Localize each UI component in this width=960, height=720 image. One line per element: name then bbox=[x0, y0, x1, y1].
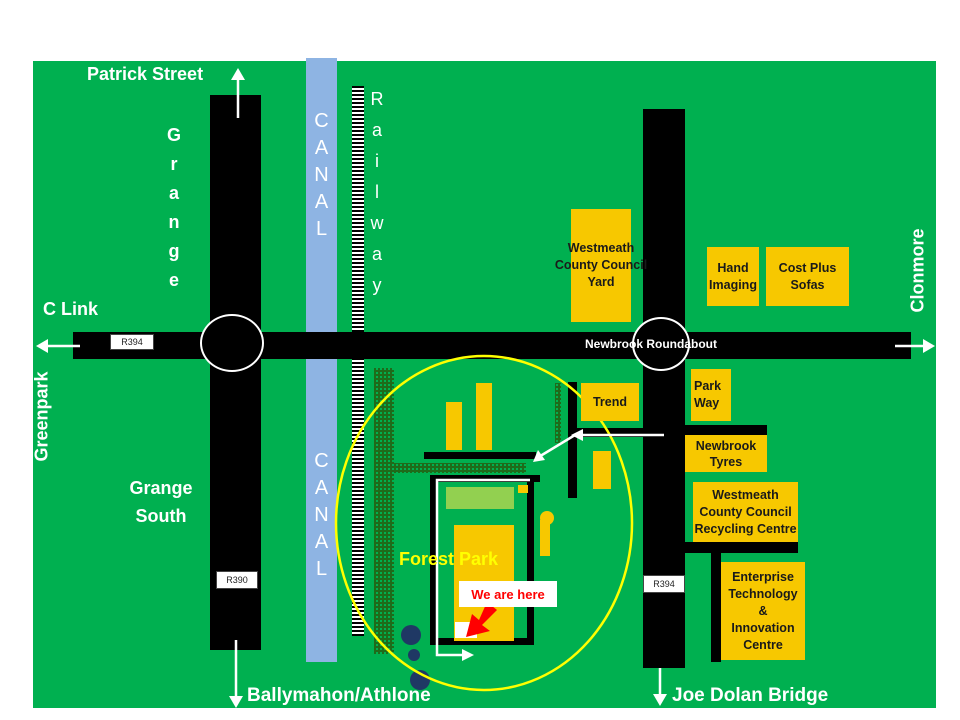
building-recycling: Westmeath County Council Recycling Centr… bbox=[693, 482, 798, 542]
canal-label-bottom: C A N A L bbox=[314, 450, 329, 580]
route-arrowhead-2 bbox=[533, 450, 545, 462]
building-hand-imaging: Hand Imaging bbox=[707, 247, 759, 306]
access-road-horizontal bbox=[568, 428, 658, 437]
route-arrowheads bbox=[462, 429, 583, 661]
r394-sign-left: R394 bbox=[110, 334, 154, 350]
canal bbox=[306, 58, 337, 662]
estate-pitch bbox=[446, 487, 514, 509]
arrow-down-joedolan-icon bbox=[653, 694, 667, 706]
road-grange-vertical bbox=[210, 95, 261, 650]
canal-label-top: C A N A L bbox=[314, 110, 329, 240]
road-direction-arrows bbox=[36, 68, 935, 708]
estate-road-bottom bbox=[436, 638, 534, 645]
tree-strip-left bbox=[374, 368, 394, 654]
road-clonmore-vertical bbox=[643, 109, 685, 668]
building-newbrook-tyres: Newbrook Tyres bbox=[685, 435, 767, 472]
estate-building-1 bbox=[446, 402, 462, 450]
tree-strip-top bbox=[394, 463, 526, 473]
tree-strip-right bbox=[555, 383, 561, 443]
label-c-link: C Link bbox=[43, 299, 99, 319]
route-arrowhead-1 bbox=[571, 429, 583, 441]
building-newbrook-tyres-block bbox=[685, 425, 767, 435]
estate-post bbox=[540, 520, 550, 556]
label-patrick-street: Patrick Street bbox=[87, 64, 204, 84]
roundabout-grange bbox=[200, 314, 264, 372]
r394-sign-right: R394 bbox=[643, 575, 685, 593]
recycling-road bbox=[685, 542, 798, 553]
building-park-way: Park Way bbox=[691, 369, 731, 421]
access-road-vertical bbox=[568, 382, 577, 498]
railway-label: R a i l w a y bbox=[370, 89, 384, 295]
label-ballymahon: Ballymahon/Athlone bbox=[247, 685, 431, 706]
arrow-down-ballymahon-icon bbox=[229, 696, 243, 708]
roundabout-newbrook bbox=[632, 317, 690, 371]
estate-road-inner-right bbox=[527, 478, 534, 643]
label-grange: G r a n g e bbox=[166, 125, 181, 290]
building-trend: Trend bbox=[581, 383, 639, 421]
arrow-left-clink-icon bbox=[36, 339, 48, 353]
estate-building-2 bbox=[476, 383, 492, 450]
estate-building-small bbox=[518, 485, 528, 493]
label-newbrook-roundabout: Newbrook Roundabout bbox=[585, 337, 717, 351]
we-are-here-label: We are here bbox=[459, 581, 557, 607]
route-arrowhead-3 bbox=[462, 649, 474, 661]
label-greenpark: Greenpark bbox=[31, 371, 52, 462]
building-council-yard: Westmeath County Council Yard bbox=[555, 209, 647, 322]
building-enterprise: Enterprise Technology & Innovation Centr… bbox=[721, 562, 805, 660]
tree-icon-1 bbox=[401, 625, 421, 645]
label-joe-dolan: Joe Dolan Bridge bbox=[672, 685, 829, 706]
forest-park-circle bbox=[334, 354, 634, 692]
estate-building-3 bbox=[593, 451, 611, 489]
r390-sign: R390 bbox=[216, 571, 258, 589]
arrow-right-clonmore-icon bbox=[923, 339, 935, 353]
estate-road-inner-left bbox=[430, 475, 436, 645]
building-cost-plus: Cost Plus Sofas bbox=[766, 247, 849, 306]
label-grange-south: Grange South bbox=[129, 478, 193, 526]
estate-road-horizontal bbox=[424, 452, 536, 459]
arrow-up-patrick-icon bbox=[231, 68, 245, 80]
tree-icon-2 bbox=[408, 649, 420, 661]
red-arrow-icon bbox=[466, 602, 497, 637]
label-clonmore: Clonmore bbox=[907, 228, 928, 313]
label-forest-park: Forest Park bbox=[399, 549, 499, 569]
estate-road-inner-top bbox=[430, 475, 540, 482]
railway bbox=[352, 86, 364, 636]
enterprise-road bbox=[711, 553, 721, 662]
